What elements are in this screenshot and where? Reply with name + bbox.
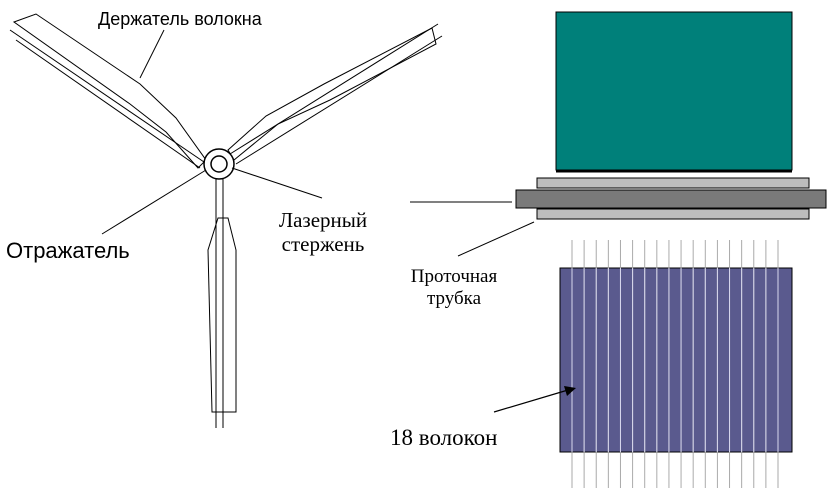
flow-tube-label-line1: Проточная [410, 266, 498, 287]
fiber-holder-arm-left [9, 13, 207, 169]
reflector-label: Отражатель [6, 238, 130, 263]
fiber-panel [559, 267, 793, 453]
fibers-count-label: 18 волокон [390, 425, 498, 450]
leader-fiber-holder [139, 29, 165, 79]
flow-tube-label: Проточная трубка [384, 266, 524, 310]
fibers-arrow [493, 386, 576, 413]
plate-top [536, 177, 810, 189]
laser-rod-label-line1: Лазерный [278, 208, 368, 232]
fiber-holder-assembly [9, 13, 443, 428]
flow-tube-label-line2: трубка [426, 287, 482, 309]
fiber-holder-arm-right [227, 23, 443, 165]
fiber-holder-arm-bottom [207, 176, 237, 428]
laser-rod-label-line2: стержень [281, 232, 365, 257]
leader-reflector [101, 169, 207, 235]
leader-flow-tube [457, 221, 535, 257]
plate-bottom [536, 208, 810, 220]
plate-middle [515, 189, 827, 209]
laser-rod-label: Лазерный стержень [262, 208, 384, 256]
leader-laser-rod [231, 167, 323, 199]
reflector-ring [203, 148, 235, 180]
laser-block [555, 11, 793, 171]
fiber-holder-label: Держатель волокна [98, 9, 262, 29]
fiber-lines [571, 240, 779, 488]
